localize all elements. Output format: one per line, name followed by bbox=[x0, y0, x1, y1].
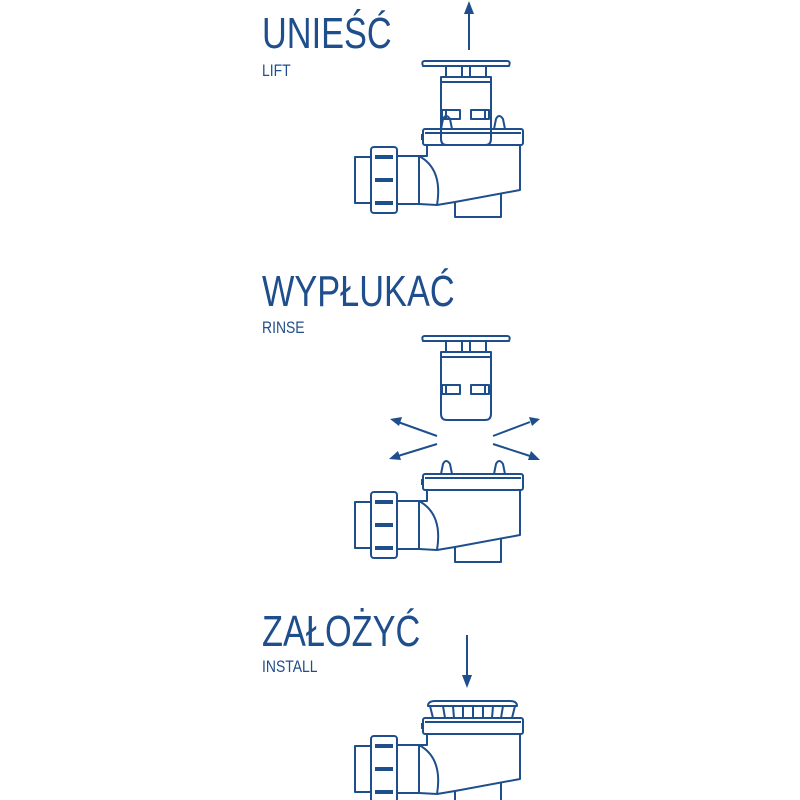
step-3-illustration bbox=[354, 635, 524, 800]
step-2-title: WYPŁUKAĆ bbox=[262, 267, 455, 316]
step-3-title: ZAŁOŻYĆ bbox=[262, 607, 421, 656]
step-1-title: UNIEŚĆ bbox=[262, 9, 392, 58]
step-3-subtitle: INSTALL bbox=[262, 657, 318, 676]
arrows-outward-icon bbox=[389, 417, 540, 460]
step-1-illustration bbox=[354, 1, 524, 218]
step-1-subtitle: LIFT bbox=[262, 61, 291, 80]
step-2-subtitle: RINSE bbox=[262, 318, 305, 337]
step-2-illustration bbox=[354, 335, 540, 563]
